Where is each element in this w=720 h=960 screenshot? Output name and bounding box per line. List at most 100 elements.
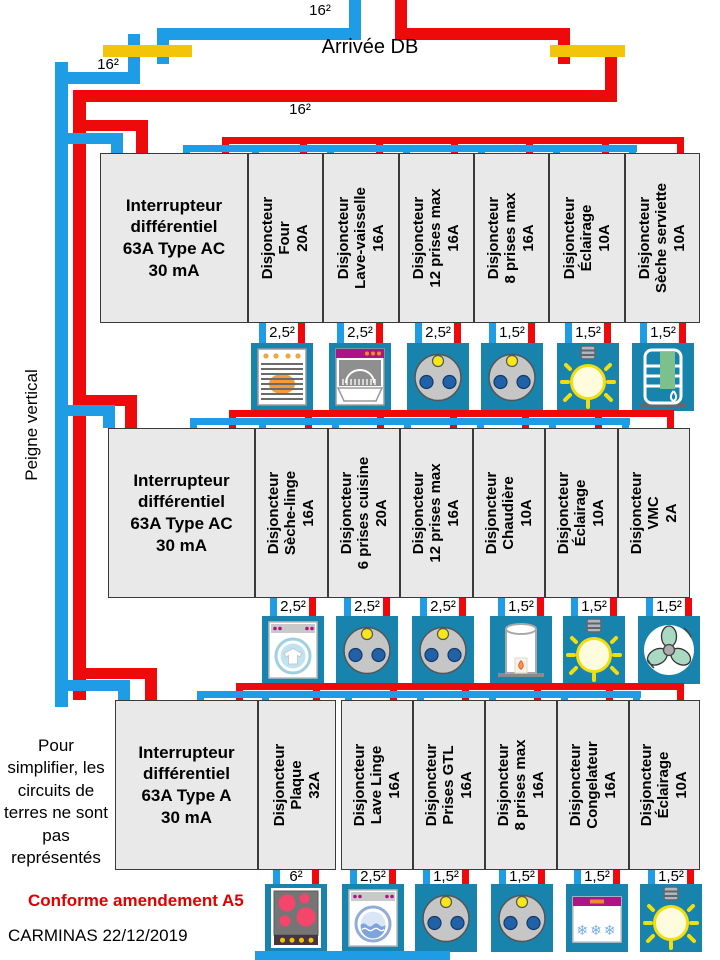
panel-divider [473,154,475,322]
circuit-live-wire [312,870,319,884]
wire-size-label: 2,5² [425,324,451,341]
wire-size-label: 16² [309,2,331,19]
circuit-neutral-wire [337,323,344,343]
bulb-icon [563,616,625,684]
live-feed-wire [145,668,157,700]
wire-size-label: 1,5² [508,598,534,615]
boiler-icon [490,616,552,684]
breaker-name: 12 prises max [427,188,445,288]
panel-divider [624,154,626,322]
live-comb-drop [677,683,684,700]
circuit-live-wire [687,870,694,884]
panel-divider [254,429,256,597]
rcd-label-row2: Interrupteur différentiel 63A Type AC 30… [130,470,233,555]
breaker-name: Congelateur [584,741,602,829]
breaker-title: Disjoncteur [409,471,427,555]
wire-size-label: 2,5² [430,598,456,615]
wire-size-label: 1,5² [658,868,684,885]
circuit-live-wire [459,598,466,616]
breaker-name: Four [276,221,294,255]
panel-divider [484,701,486,869]
neutral-bus-stub [255,951,450,960]
rcd-board-row3-a [115,700,336,870]
circuit-neutral-wire [415,323,422,343]
dryer-icon [262,616,324,684]
live-comb-drop [667,410,674,428]
cooktop-icon [265,884,327,952]
wire-size-label: 1,5² [656,598,682,615]
breaker-rating: 16A [385,771,403,799]
breaker-title: Disjoncteur [350,743,368,827]
circuit-live-wire [298,323,305,343]
breaker-title: Disjoncteur [566,743,584,827]
terminal-block [103,45,192,57]
neutral-feed-wire [118,680,130,700]
circuit-neutral-wire [565,323,572,343]
breaker-name: 8 prises max [502,192,520,284]
circuit-live-wire [679,323,686,343]
neutral-comb-drop [629,145,636,153]
neutral-arrival-wire [157,28,361,40]
live-feed-wire [136,120,148,153]
wire-size-label: 1,5² [433,868,459,885]
breaker-title: Disjoncteur [637,743,655,827]
live-feed-wire [80,668,157,679]
breaker-rating: 10A [589,499,607,527]
breaker-rating: 16A [457,771,475,799]
circuit-live-wire [462,870,469,884]
breaker-title: Disjoncteur [270,743,288,827]
wire-size-label: 2,5² [360,868,386,885]
socket-icon [407,343,469,411]
bulb-icon [557,343,619,411]
terminal-block [550,45,625,57]
circuit-neutral-wire [646,598,653,616]
wire-size-label: 2,5² [347,324,373,341]
freezer-icon: ❄❄❄ [566,884,628,952]
breaker-title: Disjoncteur [627,471,645,555]
neutral-comb-drop [197,691,204,700]
neutral-comb-drop [549,418,556,428]
neutral-feed-wire [103,405,115,428]
wire-size-label: 6² [289,868,303,885]
breaker-name: Sèche serviette [653,182,671,294]
circuit-live-wire [685,598,692,616]
circuit-neutral-wire [423,870,430,884]
neutral-feed-wire [61,133,123,144]
socket-icon [415,884,477,952]
breaker-rating: 10A [670,224,688,252]
circuit-neutral-wire [344,598,351,616]
panel-divider [628,701,630,869]
neutral-comb-drop [252,145,259,153]
peigne-vertical-label: Peigne vertical [22,369,41,481]
wire-size-label: 2,5² [354,598,380,615]
neutral-comb-drop [327,145,334,153]
circuit-live-wire [309,598,316,616]
breaker-title: Disjoncteur [258,196,276,280]
live-comb-drop [677,137,684,153]
breaker-rating: 16A [519,224,537,252]
live-comb-bus [236,683,684,690]
circuit-live-wire [537,598,544,616]
breaker-name: Chaudière [500,476,518,550]
neutral-comb-drop [489,691,496,700]
rcd-label-row3: Interrupteur différentiel 63A Type A 30 … [138,742,235,827]
panel-divider [548,154,550,322]
neutral-comb-drop [633,691,640,700]
breaker-name: Éclairage [655,751,673,819]
wire-size-label: 1,5² [575,324,601,341]
neutral-comb-drop [404,418,411,428]
breaker-rating: 20A [372,499,390,527]
neutral-feed-wire [111,133,123,153]
wire-size-label: 1,5² [509,868,535,885]
